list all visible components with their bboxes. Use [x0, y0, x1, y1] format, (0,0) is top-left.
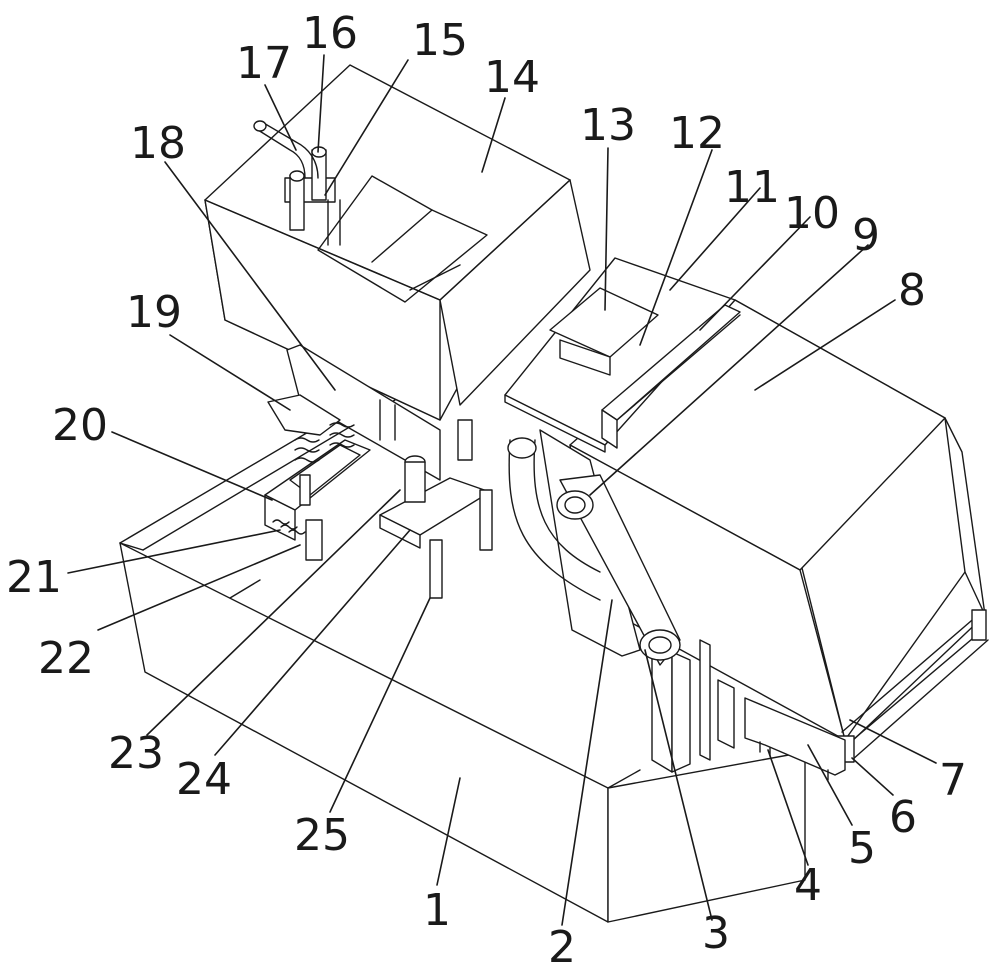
- lower-mechanism: [264, 344, 493, 599]
- label-20: 20: [52, 400, 108, 451]
- support-legs: [651, 639, 735, 773]
- label-9: 9: [852, 210, 880, 261]
- label-2: 2: [548, 922, 576, 972]
- label-4: 4: [794, 860, 822, 911]
- lower-block: [744, 697, 846, 781]
- label-7: 7: [939, 755, 967, 806]
- label-1: 1: [423, 885, 451, 936]
- inlet-pipes: [253, 120, 341, 246]
- base-tank: [119, 377, 806, 923]
- spring-coils: [272, 422, 355, 535]
- label-17: 17: [236, 38, 292, 89]
- label-21: 21: [6, 552, 62, 603]
- label-6: 6: [889, 792, 917, 843]
- label-11: 11: [724, 162, 780, 213]
- upper-blocks: [504, 257, 741, 453]
- label-5: 5: [848, 823, 876, 874]
- label-8: 8: [898, 265, 926, 316]
- label-18: 18: [130, 118, 186, 169]
- label-10: 10: [784, 188, 840, 239]
- belt-drive: [539, 429, 681, 666]
- label-24: 24: [176, 754, 232, 805]
- label-22: 22: [38, 633, 94, 684]
- label-13: 13: [580, 100, 636, 151]
- leader-lines: [67, 54, 937, 926]
- label-25: 25: [294, 810, 350, 861]
- label-23: 23: [108, 728, 164, 779]
- label-3: 3: [702, 908, 730, 959]
- label-14: 14: [484, 52, 540, 103]
- reference-labels: 1 2 3 4 5 6 7 8 9 10 11 12 13 14 15 16 1…: [6, 8, 967, 972]
- label-12: 12: [669, 108, 725, 159]
- label-16: 16: [302, 8, 358, 59]
- label-15: 15: [412, 15, 468, 66]
- curved-pipe: [507, 437, 601, 601]
- label-19: 19: [126, 287, 182, 338]
